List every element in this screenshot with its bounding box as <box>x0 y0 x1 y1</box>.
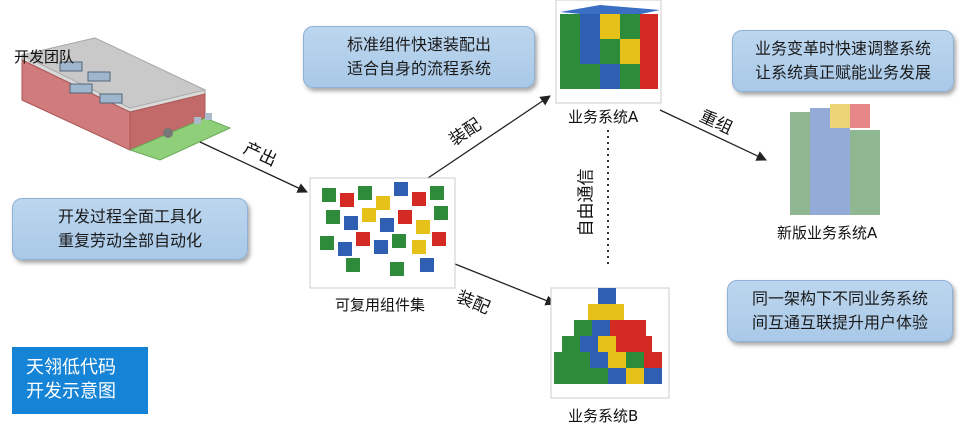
scattered-component-cubes <box>320 182 448 276</box>
dev-team-label: 开发团队 <box>14 48 75 66</box>
component-set-label: 可复用组件集 <box>335 296 426 314</box>
title-badge-line-1: 天翎低代码 <box>26 357 116 378</box>
callout-tools-line-1: 开发过程全面工具化 <box>57 207 202 226</box>
callout-assembly-line-2: 适合自身的流程系统 <box>346 59 491 78</box>
callout-reorg-line-2: 让系统真正赋能业务发展 <box>754 63 931 82</box>
system-b-label: 业务系统B <box>568 407 639 425</box>
system-a-label: 业务系统A <box>568 108 639 126</box>
dev-team-building-illustration <box>20 37 232 161</box>
new-system-a-cube <box>790 104 880 215</box>
callout-tools-line-2: 重复劳动全部自动化 <box>57 231 202 250</box>
callout-reorg: 业务变革时快速调整系统 让系统真正赋能业务发展 <box>732 30 954 92</box>
new-system-a-label: 新版业务系统A <box>777 224 878 242</box>
title-badge: 天翎低代码 开发示意图 <box>12 347 148 414</box>
callout-interop: 同一架构下不同业务系统 间互通互联提升用户体验 <box>727 280 953 342</box>
callout-tools: 开发过程全面工具化 重复劳动全部自动化 <box>12 198 248 260</box>
title-badge-line-2: 开发示意图 <box>26 381 116 402</box>
arrow-output <box>199 141 308 193</box>
system-b-pyramid <box>554 288 662 384</box>
callout-reorg-line-1: 业务变革时快速调整系统 <box>754 39 931 58</box>
arrow-assemble-b <box>454 263 556 306</box>
callout-assembly: 标准组件快速装配出 适合自身的流程系统 <box>303 26 535 88</box>
arrow-reorg <box>659 109 767 161</box>
callout-interop-line-2: 间互通互联提升用户体验 <box>751 313 928 332</box>
callout-interop-line-1: 同一架构下不同业务系统 <box>751 289 928 308</box>
free-comm-label: 自由通信 <box>576 168 597 237</box>
system-a-cube <box>560 5 660 89</box>
arrow-assemble-a <box>427 95 551 179</box>
callout-assembly-line-1: 标准组件快速装配出 <box>346 35 491 54</box>
